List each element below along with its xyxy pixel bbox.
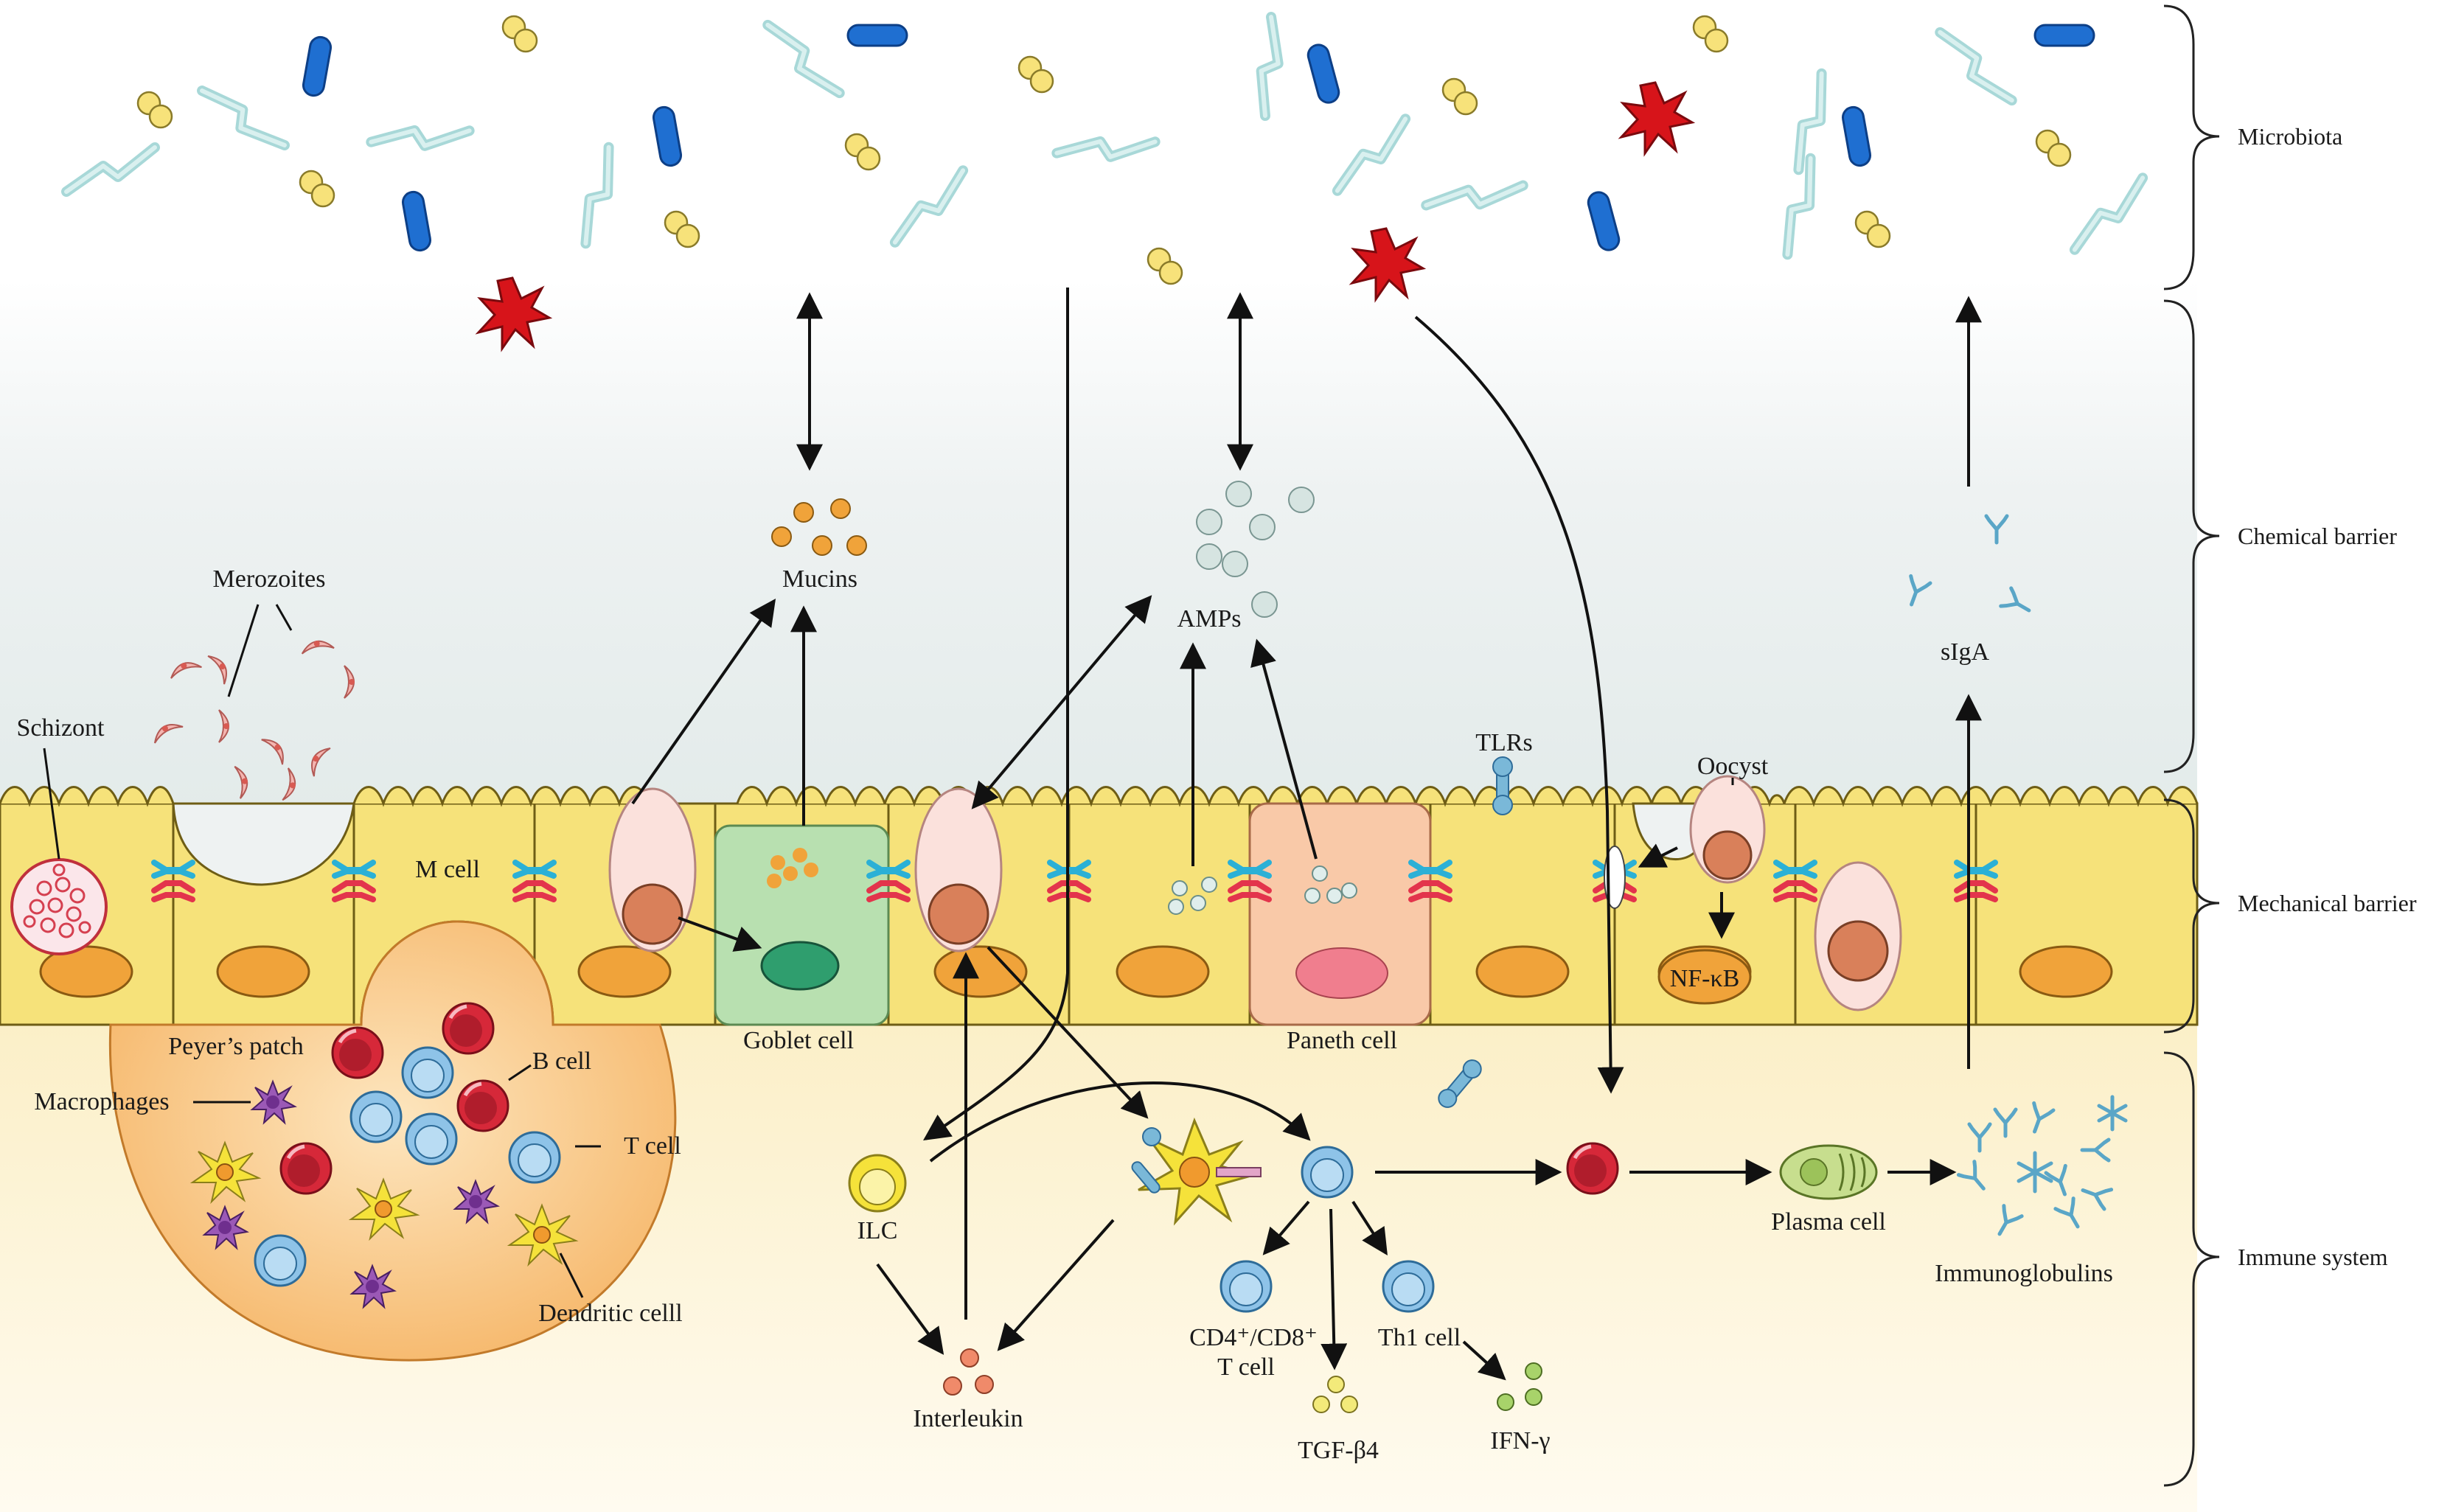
ifng-particles [1497, 1362, 1542, 1411]
goblet-cell-label: Goblet cell [743, 1027, 854, 1054]
diagram-labels: Merozoites Schizont M cell Goblet cell P… [17, 565, 2113, 1464]
th1-cell-label: Th1 cell [1378, 1324, 1461, 1351]
b-cell-label: B cell [532, 1048, 591, 1075]
immunoglobulin-cluster [1958, 1095, 2128, 1239]
macrophages-label: Macrophages [34, 1088, 169, 1115]
ilc-label: ILC [857, 1217, 898, 1244]
amps-granules [1196, 481, 1315, 618]
parasitophorous-vacuoles [608, 775, 1902, 1011]
tlr-receptor [1492, 756, 1513, 815]
oocyst-label: Oocyst [1697, 753, 1769, 780]
layer-brackets [2163, 4, 2220, 1487]
plasma-cell-shape [1779, 1144, 1878, 1200]
cd4-cd8-label-line2: T cell [1217, 1354, 1275, 1381]
goblet-cell [714, 824, 890, 1026]
amps-label: AMPs [1177, 605, 1242, 633]
chemical-barrier-band [0, 280, 2197, 811]
peyers-patch [108, 920, 677, 1362]
lamina-immune-cells [848, 1059, 2128, 1413]
immunoglobulins-label: Immunoglobulins [1935, 1260, 2113, 1287]
pathway-arrows [631, 288, 1982, 1381]
mucins-granules [771, 498, 867, 556]
tgfb4-particles [1312, 1376, 1358, 1413]
m-cell-label: M cell [415, 856, 480, 883]
siga-label: sIgA [1941, 638, 1990, 666]
plasma-cell-label: Plasma cell [1771, 1208, 1886, 1236]
tgfb4-label: TGF-β4 [1298, 1437, 1379, 1464]
layer-labels: Microbiota Chemical barrier Mechanical b… [2238, 123, 2417, 1270]
nfkb-nucleus [1657, 949, 1752, 1005]
layer-label-mechanical: Mechanical barrier [2238, 890, 2417, 916]
interleukin-label: Interleukin [913, 1405, 1023, 1432]
cd4-cd8-label-line1: CD4⁺/CD8⁺ [1189, 1324, 1318, 1351]
dendritic-cell-apc [1131, 1117, 1262, 1226]
ifng-label: IFN-γ [1490, 1427, 1550, 1454]
layer-label-microbiota: Microbiota [2238, 123, 2342, 150]
merozoites-label: Merozoites [213, 565, 326, 593]
leader-lines [43, 604, 1734, 1298]
interleukin-particles [943, 1348, 994, 1396]
free-tlr [1438, 1059, 1482, 1108]
layer-label-chemical: Chemical barrier [2238, 523, 2397, 549]
peyers-patch-label: Peyer’s patch [168, 1033, 303, 1060]
t-cell-label: T cell [624, 1132, 681, 1160]
ilc-cell [848, 1154, 907, 1213]
schizont-label: Schizont [17, 714, 105, 742]
schizont-cell [10, 858, 108, 955]
layer-label-immune: Immune system [2238, 1244, 2388, 1270]
nfkb-label: NF-κB [1670, 965, 1740, 992]
dendritic-cell-label: Dendritic celll [538, 1300, 682, 1327]
tlrs-label: TLRs [1475, 729, 1532, 756]
paneth-cell-label: Paneth cell [1287, 1027, 1397, 1054]
mucins-label: Mucins [782, 565, 857, 593]
